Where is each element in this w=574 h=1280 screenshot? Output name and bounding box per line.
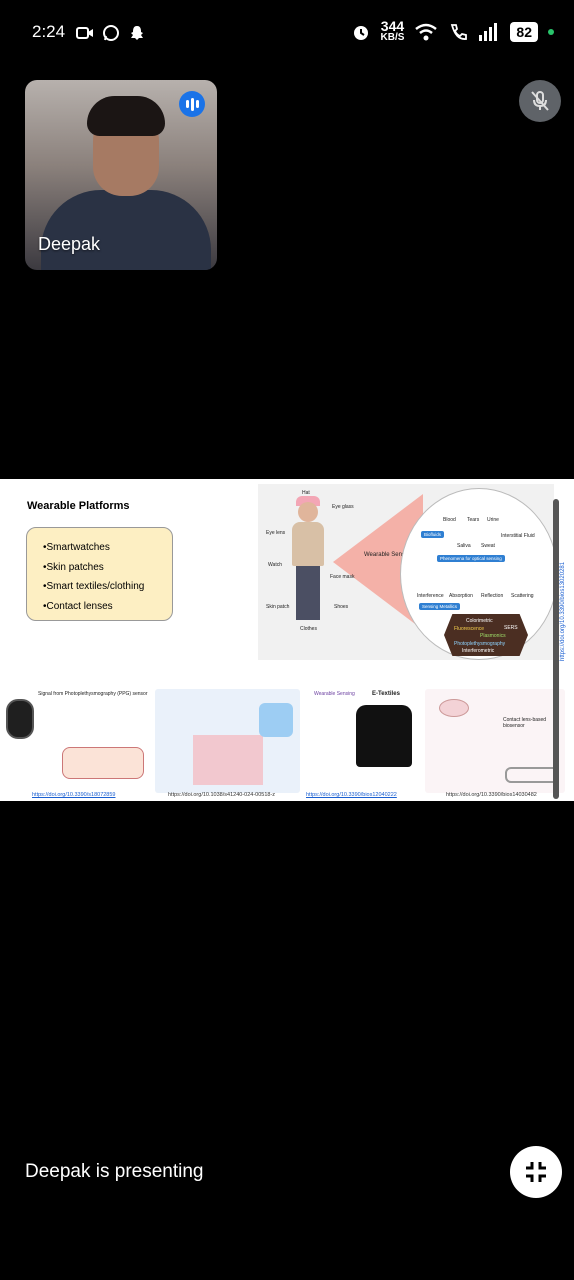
body-label: Skin patch — [266, 604, 290, 610]
head-shape — [298, 502, 318, 522]
wifi-icon — [415, 23, 438, 40]
wearable-sensors-diagram: Wearable Sensors Hat Eye lens Eye glass … — [258, 484, 558, 660]
doi-link[interactable]: https://doi.org/10.3390/bios14030482 — [446, 792, 537, 798]
skin-illustration — [62, 747, 144, 779]
biofluids-chip: Biofluids — [421, 531, 445, 538]
platform-list-box: •Smartwatches •Skin patches •Smart texti… — [26, 527, 173, 621]
method-label: Interferometric — [462, 648, 495, 654]
speaking-indicator-icon — [179, 91, 205, 117]
phenomenon-label: Interference — [417, 593, 444, 599]
shirt-image — [356, 705, 412, 767]
presentation-slide[interactable]: Wearable Platforms •Smartwatches •Skin p… — [0, 479, 574, 801]
method-label: Fluorescence — [454, 626, 485, 632]
notification-icons — [76, 24, 146, 42]
body-label: Watch — [268, 562, 282, 568]
exit-fullscreen-button[interactable] — [510, 1146, 562, 1198]
person-figure — [292, 496, 324, 620]
phenomenon-label: Reflection — [481, 593, 504, 599]
panel-caption: Signal from Photoplethysmography (PPG) s… — [38, 691, 148, 697]
participant-name: Deepak — [38, 234, 101, 254]
network-speed-unit: KB/S — [380, 32, 405, 43]
biofluid-label: Sweat — [481, 543, 495, 549]
metallic-chip: Sensing Metallics — [419, 603, 461, 610]
fullscreen-exit-icon — [526, 1162, 546, 1182]
biofluid-label: Interstitial Fluid — [501, 533, 535, 539]
alarm-icon — [353, 25, 368, 40]
system-icons: 344 KB/S 82 — [351, 18, 554, 43]
panel-caption: E-Textiles — [372, 691, 400, 697]
method-label: Photoplethysmography — [454, 641, 506, 647]
method-label: SERS — [504, 625, 518, 631]
panel-caption: Contact lens-based biosensor — [503, 717, 547, 729]
mic-off-button[interactable] — [519, 80, 561, 122]
platform-item: •Smart textiles/clothing — [43, 581, 145, 592]
e-textiles-panel: Wearable Sensing E-Textiles — [310, 689, 420, 793]
legs-shape — [296, 566, 320, 620]
torso-shape — [292, 522, 324, 566]
whatsapp-icon — [103, 25, 119, 41]
body-label: Hat — [302, 490, 310, 496]
biofluid-label: Blood — [443, 517, 456, 523]
panel-subcaption: Wearable Sensing — [314, 691, 355, 697]
skin-layer-image — [193, 735, 263, 785]
clock: 2:24 — [32, 22, 66, 41]
snapchat-icon — [131, 26, 143, 40]
biofluid-label: Tears — [467, 517, 480, 523]
wearable-sensors-label: Wearable Sensors — [364, 552, 414, 558]
network-speed-value: 344 — [380, 18, 405, 34]
wifi-calling-icon — [451, 23, 468, 40]
method-label: Colorimetric — [466, 618, 493, 624]
slide-title: Wearable Platforms — [27, 500, 130, 512]
hat-shape — [296, 496, 320, 506]
body-label: Eye glass — [332, 504, 354, 510]
body-label: Shoes — [334, 604, 349, 610]
phenomenon-label: Scattering — [511, 593, 534, 599]
eye-image — [439, 699, 469, 717]
mic-off-icon — [531, 91, 549, 111]
battery-level: 82 — [510, 21, 538, 42]
skin-patch-panel — [155, 689, 300, 793]
participant-video-tile[interactable]: Deepak — [25, 80, 217, 270]
body-label: Face mask — [330, 574, 355, 580]
glasses-image — [505, 767, 559, 783]
privacy-indicator-dot — [548, 28, 554, 35]
body-label: Eye lens — [266, 530, 286, 536]
signal-icon — [479, 22, 498, 41]
slide-scrollbar[interactable] — [553, 499, 559, 799]
methods-badge: Colorimetric Fluorescence SERS Plasmonic… — [444, 614, 528, 656]
video-call-icon — [76, 27, 93, 39]
platform-item: •Skin patches — [43, 561, 104, 573]
body-label: Clothes — [300, 626, 317, 632]
phenomenon-label: Absorption — [449, 593, 473, 599]
presenting-status: Deepak is presenting — [25, 1161, 204, 1182]
status-bar: 2:24 344 KB/S 82 — [0, 0, 574, 66]
network-speed: 344 KB/S — [380, 18, 405, 43]
biofluid-label: Saliva — [457, 543, 471, 549]
video-feed-hair — [87, 96, 165, 136]
doi-link[interactable]: https://doi.org/10.3390/s18072859 — [32, 792, 116, 798]
biofluid-label: Urine — [487, 517, 499, 523]
patch-image — [259, 703, 293, 737]
contact-lens-panel: Contact lens-based biosensor — [425, 689, 565, 793]
phenomena-chip: Phenomena for optical sensing — [437, 555, 505, 562]
watch-image — [6, 699, 34, 739]
doi-link[interactable]: https://doi.org/10.3390/bios12040222 — [306, 792, 397, 798]
video-feed-body — [41, 190, 211, 270]
ppg-panel: Signal from Photoplethysmography (PPG) s… — [0, 689, 152, 793]
doi-link[interactable]: https://doi.org/10.1038/s41240-024-00518… — [168, 792, 276, 798]
platform-item: •Smartwatches — [43, 542, 110, 553]
method-label: Plasmonics — [480, 633, 506, 639]
side-doi-link[interactable]: https://doi.org/10.3390/bios13020281 — [560, 561, 566, 661]
platform-item: •Contact lenses — [43, 600, 113, 612]
